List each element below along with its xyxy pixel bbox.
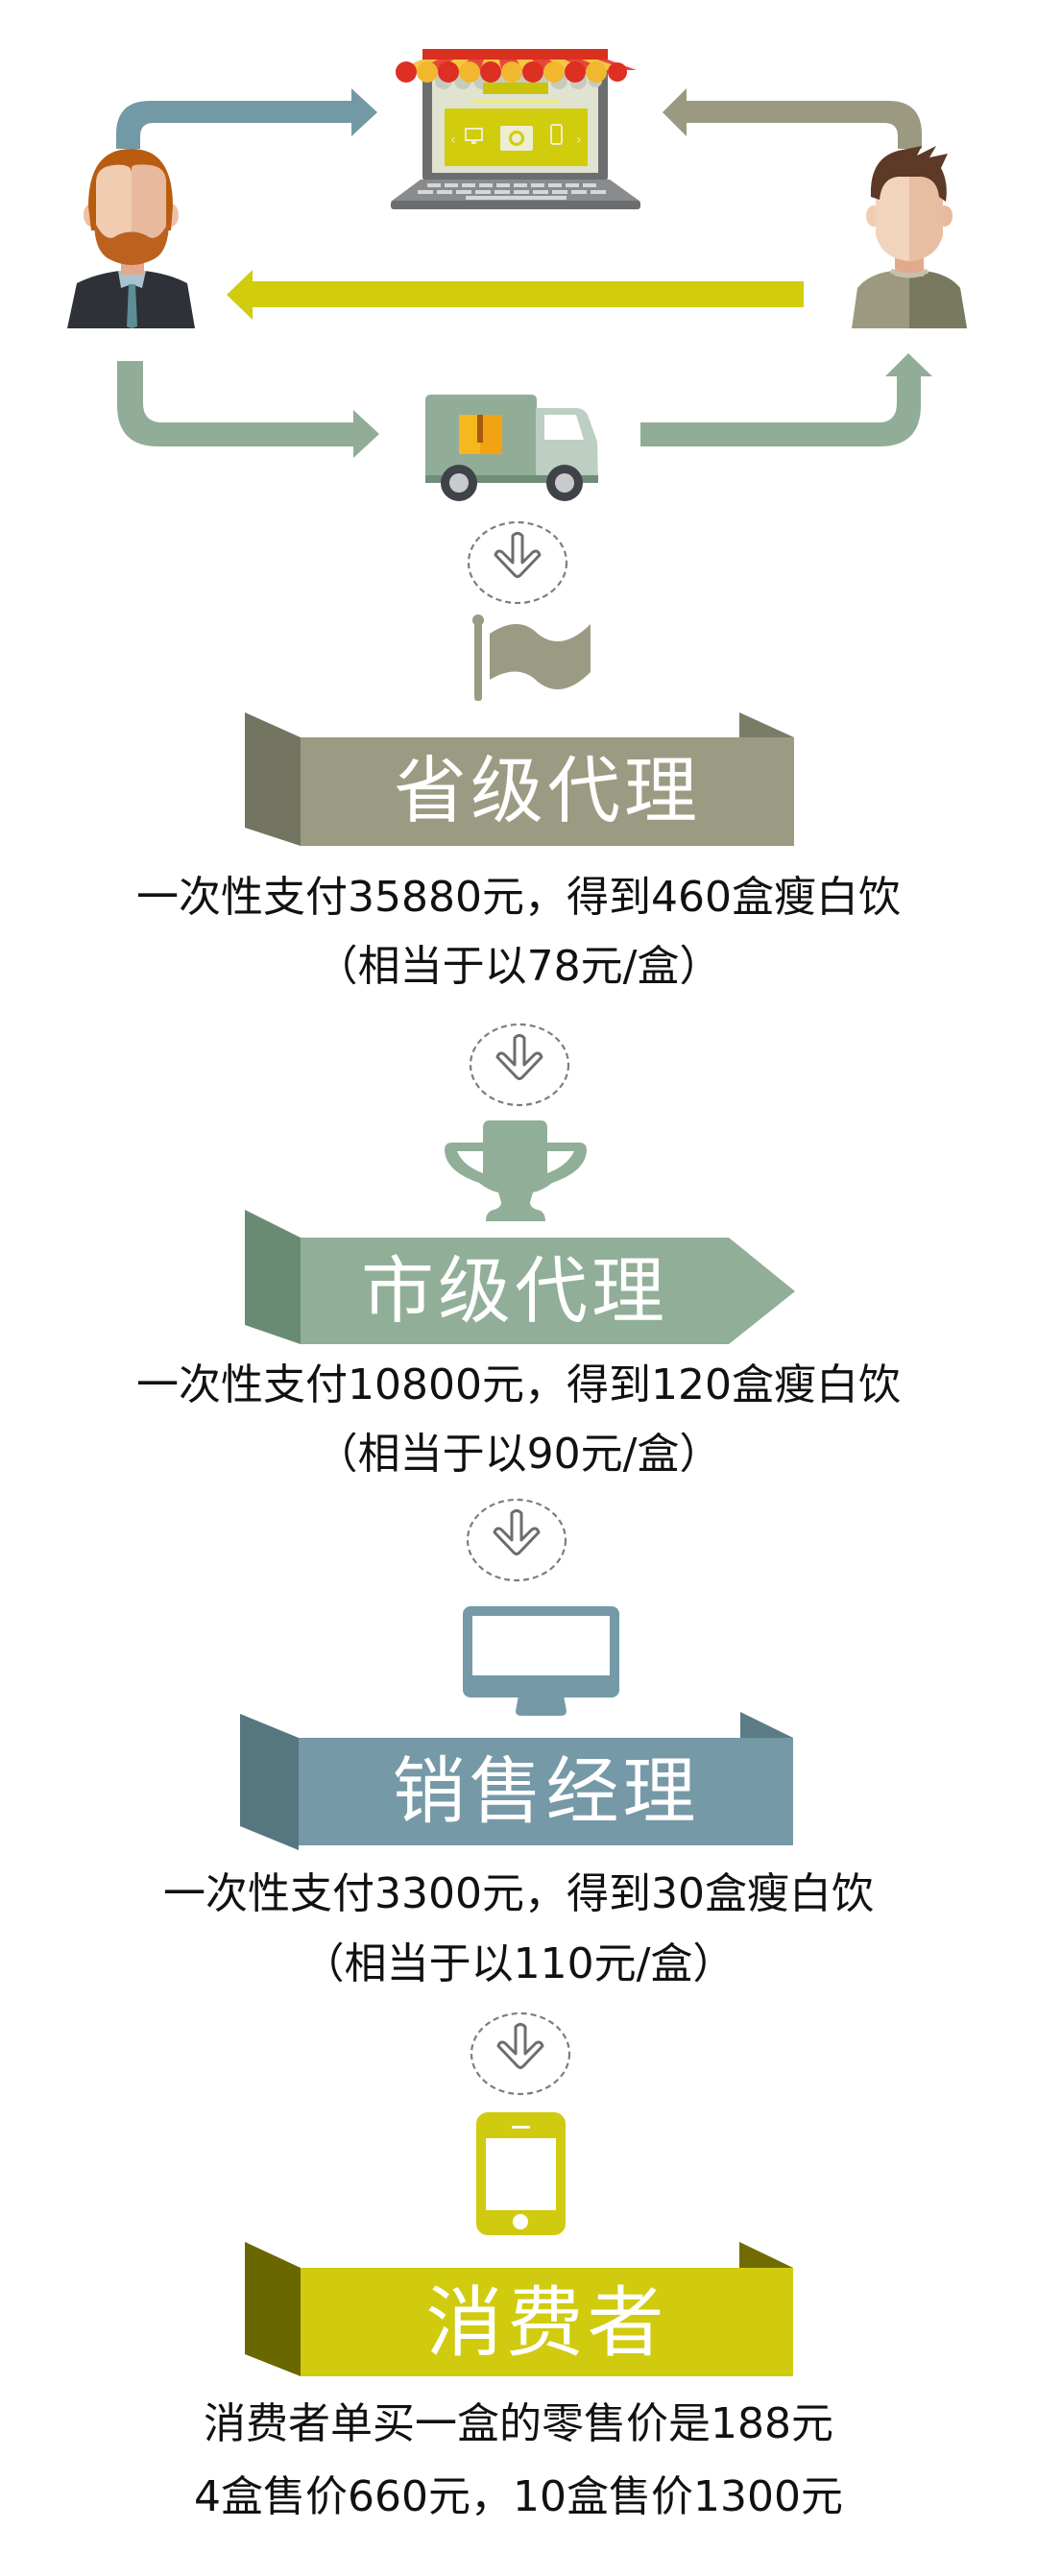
arrow-seller-to-store — [116, 88, 377, 149]
down-arrow-circle-icon — [467, 520, 568, 605]
arrow-buyer-to-seller — [227, 270, 804, 320]
down-arrow-circle-icon — [466, 1498, 567, 1582]
down-arrow-circle-icon — [469, 1023, 570, 1107]
smartphone-icon — [476, 2112, 566, 2235]
laptop-storefront-icon: ‹ › — [391, 49, 640, 209]
provincial-unit-price-text: （相当于以78元/盒） — [315, 942, 722, 991]
consumer-bulk-price-text: 4盒售价660元，10盒售价1300元 — [194, 2472, 843, 2521]
level-title-provincial: 省级代理 — [394, 748, 701, 833]
flag-icon — [472, 614, 591, 701]
provincial-payment-text: 一次性支付35880元，得到460盒瘦白饮 — [136, 873, 901, 922]
arrow-truck-to-buyer — [640, 353, 932, 446]
distribution-cycle-diagram: ‹ › — [67, 49, 967, 501]
svg-text:‹: ‹ — [450, 132, 456, 148]
arrow-buyer-to-store — [663, 88, 922, 149]
consumer-retail-price-text: 消费者单买一盒的零售价是188元 — [204, 2399, 833, 2448]
sales-manager-payment-text: 一次性支付3300元，得到30盒瘦白饮 — [163, 1869, 874, 1918]
level-title-consumer: 消费者 — [425, 2278, 668, 2368]
buyer-avatar-icon — [852, 146, 967, 328]
seller-avatar-icon — [67, 149, 195, 328]
monitor-icon — [463, 1606, 619, 1716]
city-payment-text: 一次性支付10800元，得到120盒瘦白饮 — [136, 1360, 901, 1409]
sales-manager-unit-price-text: （相当于以110元/盒） — [301, 1939, 736, 1988]
delivery-truck-icon — [425, 395, 598, 501]
arrow-seller-to-truck — [117, 361, 379, 458]
down-arrow-circle-icon — [470, 2011, 571, 2096]
level-title-city: 市级代理 — [361, 1248, 668, 1334]
city-unit-price-text: （相当于以90元/盒） — [315, 1430, 722, 1479]
svg-text:›: › — [576, 132, 582, 148]
level-title-sales-manager: 销售经理 — [392, 1748, 700, 1834]
trophy-icon — [445, 1120, 587, 1221]
